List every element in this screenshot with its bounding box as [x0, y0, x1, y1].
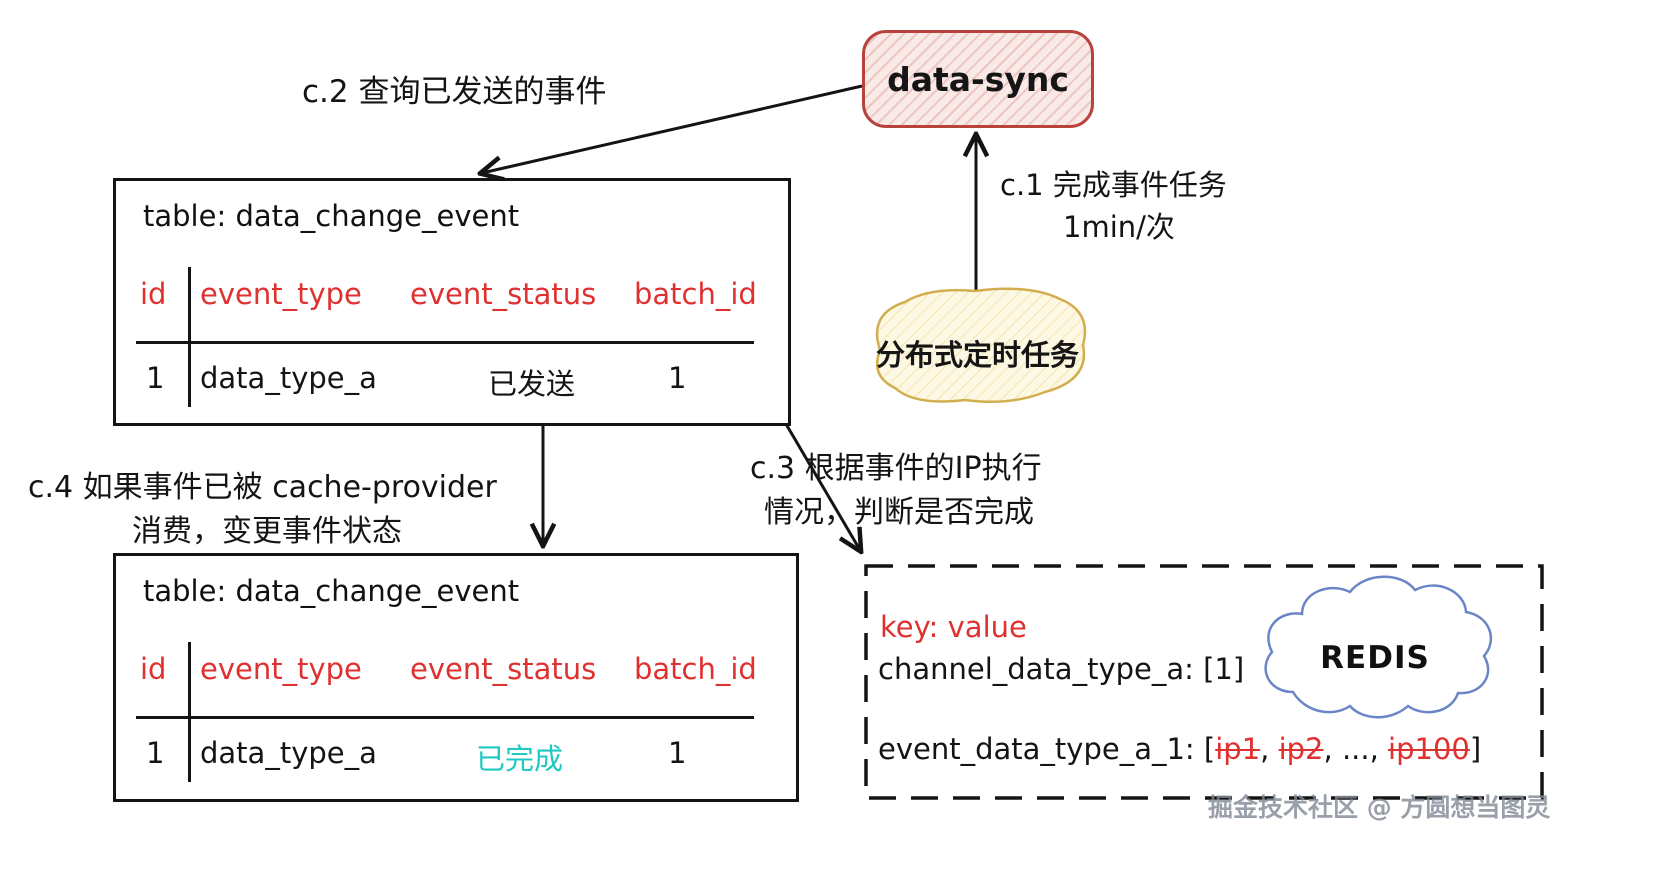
table2-cell-id: 1	[146, 736, 165, 770]
annotation-c1-line2: 1min/次	[1063, 210, 1175, 244]
redis-key-header: key: value	[880, 610, 1027, 644]
redis-ip1: ip1	[1215, 732, 1261, 766]
redis-cloud-shape	[1264, 575, 1493, 719]
table2-header-event-type: event_type	[200, 652, 362, 686]
scheduler-blob-shape	[875, 287, 1087, 404]
table2-cell-type: data_type_a	[200, 736, 377, 770]
table1-cell-status: 已发送	[488, 367, 576, 401]
annotation-c3-line1: c.3 根据事件的IP执行	[750, 451, 1042, 486]
table1-cell-batch: 1	[668, 361, 687, 395]
annotation-c4-line1: c.4 如果事件已被 cache-provider	[28, 470, 497, 505]
redis-key-value-box: key: value channel_data_type_a: [1] even…	[866, 566, 1542, 798]
redis-ip2: ip2	[1278, 732, 1324, 766]
table2-header-divider	[136, 716, 754, 719]
annotation-c3-line2: 情况，判断是否完成	[764, 495, 1034, 530]
arrow-c2	[482, 84, 863, 173]
table1-cell-id: 1	[146, 361, 165, 395]
table1-cell-type: data_type_a	[200, 361, 377, 395]
data-sync-label: data-sync	[887, 59, 1069, 99]
annotation-c2: c.2 查询已发送的事件	[302, 74, 607, 110]
table1-header-id: id	[140, 277, 167, 311]
redis-cloud-label: REDIS	[1320, 640, 1430, 676]
annotation-c1-line1: c.1 完成事件任务	[1000, 168, 1227, 202]
table1-header-batch-id: batch_id	[634, 277, 757, 311]
redis-event-entry-suffix: ]	[1469, 732, 1482, 766]
table2-header-id: id	[140, 652, 167, 686]
redis-dashed-box-border	[864, 564, 1544, 800]
table2-header-event-status: event_status	[410, 652, 597, 686]
arrow-c3	[784, 423, 860, 550]
redis-ip-sep1: ,	[1260, 732, 1279, 766]
redis-event-entry: event_data_type_a_1: [ip1, ip2, ..., ip1…	[878, 732, 1481, 766]
scheduler-node-label: 分布式定时任务	[875, 338, 1079, 372]
table-data-change-event-done: table: data_change_event id event_type e…	[113, 553, 799, 802]
table-data-change-event-sent: table: data_change_event id event_type e…	[113, 178, 791, 426]
table1-column-divider	[188, 267, 191, 407]
table2-column-divider	[188, 642, 191, 782]
data-sync-node: data-sync	[862, 30, 1094, 128]
table1-title: table: data_change_event	[143, 199, 520, 233]
redis-ip100: ip100	[1388, 732, 1470, 766]
table2-cell-status: 已完成	[476, 742, 564, 776]
table2-title: table: data_change_event	[143, 574, 520, 608]
table2-header-batch-id: batch_id	[634, 652, 757, 686]
table2-cell-batch: 1	[668, 736, 687, 770]
watermark-text: 掘金技术社区 @ 方圆想当图灵	[1208, 793, 1551, 822]
table1-header-event-type: event_type	[200, 277, 362, 311]
annotation-c4-line2: 消费，变更事件状态	[132, 514, 402, 549]
table1-header-divider	[136, 341, 754, 344]
table1-header-event-status: event_status	[410, 277, 597, 311]
redis-event-entry-prefix: event_data_type_a_1: [	[878, 732, 1216, 766]
redis-channel-entry: channel_data_type_a: [1]	[878, 652, 1245, 686]
redis-ip-sep2: , ...,	[1323, 732, 1389, 766]
